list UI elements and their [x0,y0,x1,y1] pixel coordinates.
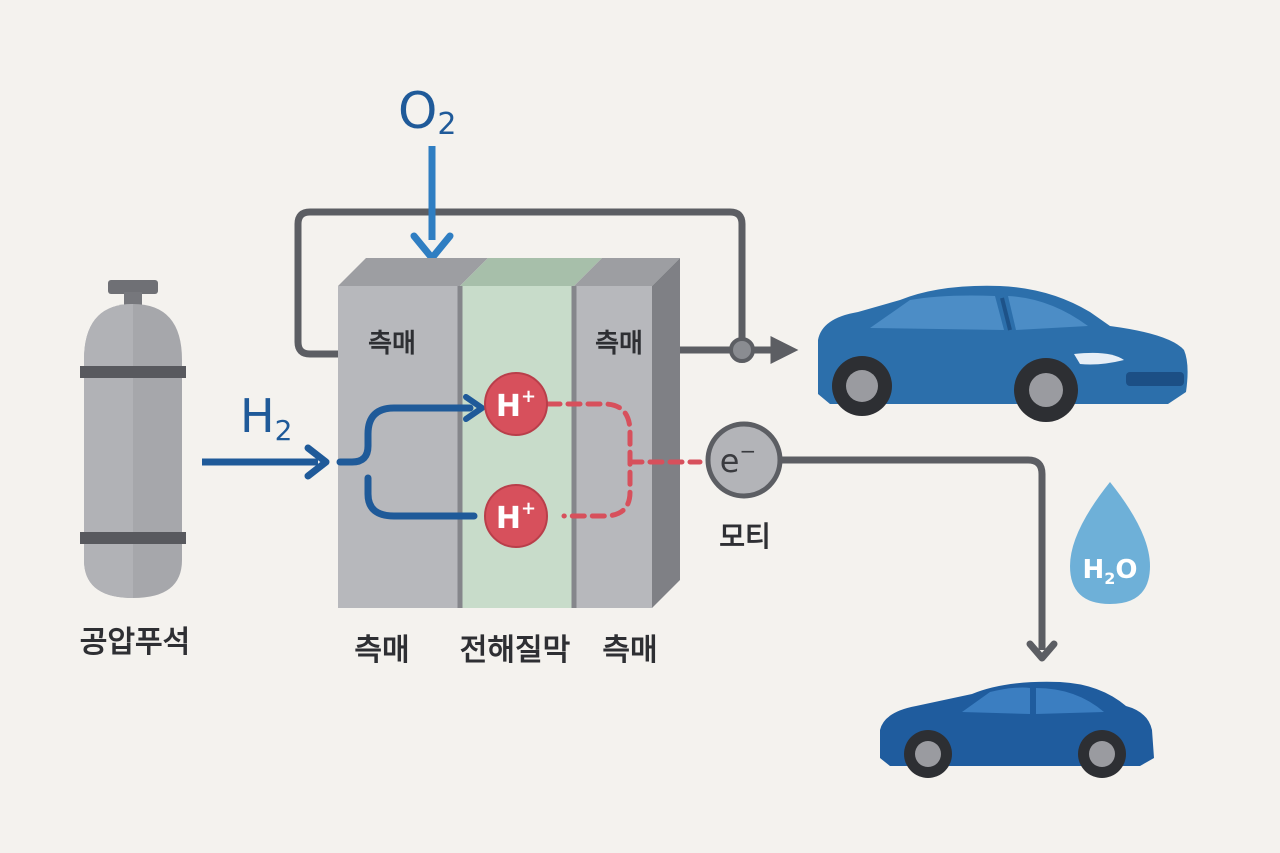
junction-node [729,337,755,363]
oxygen-label: O2 [398,82,456,142]
svg-text:H2O: H2O [1082,555,1137,588]
cell-side-right [652,258,680,608]
hydrogen-label: H2 [240,389,292,447]
fuel-cell-stack [338,258,680,608]
car-icon [880,681,1154,778]
catalyst-left-top-label: 측매 [368,329,416,359]
catalyst-right-bottom-label: 측매 [602,633,657,668]
hydrogen-branch-path [336,404,478,520]
proton-dashed-path [545,401,703,519]
motor-label: 모티 [719,520,771,553]
svg-text:H+: H+ [496,386,536,424]
hydrogen-input-arrow-head [304,444,330,480]
catalyst-left-bottom-label: 측매 [354,633,409,668]
catalyst-right-layer [574,286,652,608]
electron-down-line [1027,456,1046,650]
external-circuit-loop [294,208,746,358]
cell-top-membrane [460,258,602,286]
electron-down-arrow-head [1026,640,1058,662]
cell-top-left [338,258,488,286]
proton-top: H+ [484,372,548,436]
electron-circle-icon: e− [705,421,783,499]
hydrogen-branch-arrow-head [463,394,485,422]
tank-label: 공압푸석 [80,625,190,660]
svg-text:H+: H+ [496,498,536,536]
cell-top-right [574,258,680,286]
electrolyte-membrane-layer [460,286,574,608]
catalyst-left-layer [338,286,460,608]
svg-text:e−: e− [720,439,756,480]
proton-bottom: H+ [484,484,548,548]
car-icon [818,285,1188,422]
catalyst-right-top-label: 측매 [595,329,643,359]
membrane-bottom-label: 전해질막 [460,633,571,668]
water-drop-icon: H2O [1070,482,1150,604]
gas-cylinder-icon [80,280,186,598]
